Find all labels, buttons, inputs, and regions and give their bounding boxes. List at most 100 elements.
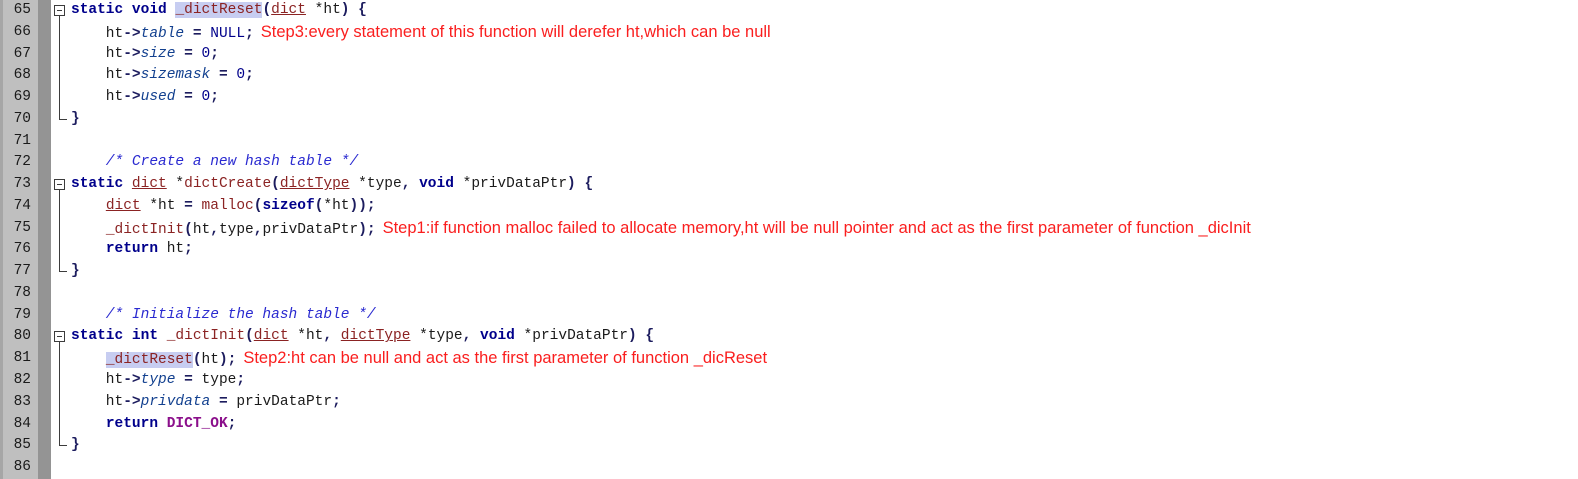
- bookmark-margin: [38, 195, 51, 218]
- code-text[interactable]: ht->privdata = privDataPtr;: [69, 392, 1578, 414]
- code-text[interactable]: [69, 131, 1578, 153]
- code-text[interactable]: }: [69, 435, 1578, 457]
- line-number: 86: [0, 457, 38, 479]
- code-token: ->: [123, 67, 141, 84]
- fold-guide-line: [59, 370, 60, 392]
- code-line[interactable]: 77}: [0, 261, 1578, 283]
- code-line[interactable]: 86: [0, 457, 1578, 479]
- code-line[interactable]: 76 return ht;: [0, 239, 1578, 262]
- line-number: 76: [0, 239, 38, 262]
- fold-collapse-icon[interactable]: [54, 331, 65, 343]
- code-token: (: [262, 2, 272, 18]
- bookmark-margin: [38, 239, 51, 262]
- code-token: ) {: [340, 2, 367, 18]
- code-line[interactable]: 83 ht->privdata = privDataPtr;: [0, 391, 1578, 414]
- code-text[interactable]: /* Initialize the hash table */: [69, 305, 1578, 327]
- fold-margin: [51, 282, 69, 305]
- bookmark-margin: [38, 435, 51, 458]
- code-text[interactable]: }: [69, 261, 1578, 283]
- code-token: *privDataPtr: [514, 328, 628, 345]
- code-line[interactable]: 66 ht->table = NULL;Step3:every statemen…: [0, 21, 1578, 44]
- code-token: ,: [323, 328, 333, 345]
- code-text[interactable]: static int _dictInit(dict *ht, dictType …: [69, 326, 1578, 348]
- code-text[interactable]: _dictReset(ht);Step2:ht can be null and …: [69, 348, 1578, 370]
- bookmark-margin: [38, 413, 51, 436]
- code-token: [193, 198, 202, 214]
- code-token: 0: [201, 89, 211, 106]
- code-token: 0: [236, 67, 246, 84]
- code-line[interactable]: 74 dict *ht = malloc(sizeof(*ht));: [0, 195, 1578, 218]
- code-token: ,: [401, 176, 411, 193]
- code-line[interactable]: 72 /* Create a new hash table */: [0, 152, 1578, 175]
- code-text[interactable]: ht->table = NULL;Step3:every statement o…: [69, 22, 1578, 44]
- code-text[interactable]: _dictInit(ht,type,privDataPtr);Step1:if …: [69, 218, 1578, 240]
- bookmark-margin: [38, 43, 51, 66]
- code-token: ;: [245, 25, 254, 42]
- code-token: [71, 416, 106, 432]
- code-token: ht: [71, 45, 124, 62]
- code-text[interactable]: [69, 457, 1578, 479]
- code-text[interactable]: return DICT_OK;: [69, 414, 1578, 436]
- code-line[interactable]: 84 return DICT_OK;: [0, 413, 1578, 436]
- code-line[interactable]: 67 ht->size = 0;: [0, 43, 1578, 66]
- fold-margin: [51, 65, 69, 88]
- code-token: ht: [71, 25, 124, 42]
- code-text[interactable]: /* Create a new hash table */: [69, 152, 1578, 174]
- fold-collapse-icon[interactable]: [54, 179, 65, 191]
- code-token: ht: [71, 89, 124, 106]
- code-line[interactable]: 70}: [0, 108, 1578, 131]
- fold-guide-end: [59, 271, 67, 273]
- code-text[interactable]: static dict *dictCreate(dictType *type, …: [69, 174, 1578, 196]
- line-number: 77: [0, 261, 38, 283]
- code-line[interactable]: 82 ht->type = type;: [0, 370, 1578, 392]
- code-line[interactable]: 68 ht->sizemask = 0;: [0, 65, 1578, 88]
- code-token: ht: [201, 352, 219, 369]
- code-token: =: [192, 25, 202, 42]
- code-token: ) {: [627, 328, 655, 345]
- code-token: ht: [192, 221, 211, 238]
- code-token: );: [218, 352, 237, 369]
- code-line[interactable]: 85}: [0, 435, 1578, 458]
- code-line[interactable]: 78: [0, 282, 1578, 305]
- code-text[interactable]: ht->used = 0;: [69, 87, 1578, 109]
- code-line[interactable]: 71: [0, 130, 1578, 153]
- fold-guide-line: [59, 239, 60, 262]
- code-line[interactable]: 79 /* Initialize the hash table */: [0, 304, 1578, 327]
- code-token: [71, 198, 106, 214]
- line-number: 79: [0, 304, 38, 327]
- code-token: [123, 176, 132, 192]
- fold-guide-end: [59, 445, 67, 447]
- code-text[interactable]: ht->sizemask = 0;: [69, 65, 1578, 87]
- code-text[interactable]: dict *ht = malloc(sizeof(*ht));: [69, 196, 1578, 218]
- code-token: type: [140, 372, 176, 389]
- code-text[interactable]: }: [69, 109, 1578, 131]
- code-text[interactable]: ht->type = type;: [69, 370, 1578, 392]
- code-token: }: [71, 263, 80, 280]
- code-token: [210, 67, 219, 83]
- fold-guide-line: [59, 348, 60, 371]
- code-token: *ht: [288, 328, 324, 345]
- code-token: [193, 46, 202, 62]
- code-token: privDataPtr: [227, 393, 333, 410]
- code-text[interactable]: return ht;: [69, 239, 1578, 261]
- code-token: static: [71, 328, 124, 345]
- fold-guide-line: [59, 108, 60, 120]
- code-text[interactable]: [69, 283, 1578, 305]
- fold-guide-line: [59, 261, 60, 273]
- code-line[interactable]: 75 _dictInit(ht,type,privDataPtr);Step1:…: [0, 217, 1578, 240]
- fold-margin: [51, 435, 69, 458]
- fold-margin: [51, 348, 69, 371]
- code-line[interactable]: 69 ht->used = 0;: [0, 87, 1578, 109]
- code-token: malloc: [201, 197, 254, 214]
- fold-margin: [51, 239, 69, 262]
- code-line[interactable]: 81 _dictReset(ht);Step2:ht can be null a…: [0, 348, 1578, 371]
- bookmark-margin: [38, 21, 51, 44]
- code-token: ;: [184, 241, 193, 258]
- code-text[interactable]: ht->size = 0;: [69, 44, 1578, 66]
- fold-collapse-icon[interactable]: [54, 5, 65, 16]
- code-token: =: [184, 197, 193, 214]
- code-text[interactable]: static void _dictReset(dict *ht) {: [69, 0, 1578, 22]
